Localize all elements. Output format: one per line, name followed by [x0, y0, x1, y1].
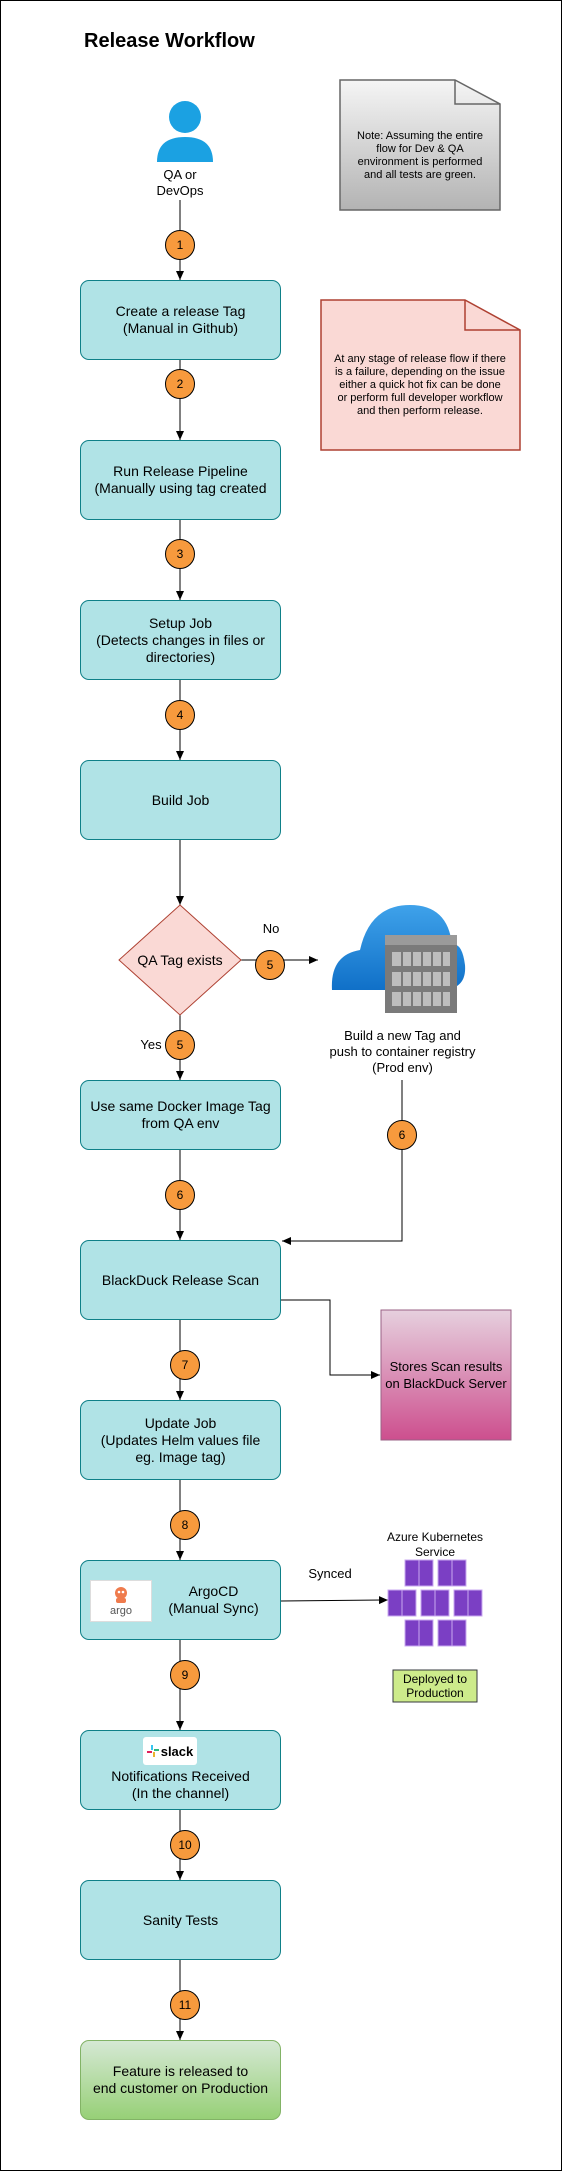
step-badge-3: 3 [165, 539, 195, 569]
feature-released-step: Feature is released to end customer on P… [80, 2040, 281, 2120]
assumption-note: Note: Assuming the entire flow for Dev &… [357, 130, 483, 181]
sanity-tests-step: Sanity Tests [80, 1880, 281, 1960]
cloud-container-registry-icon [331, 905, 466, 1013]
setup-job-step: Setup Job (Detects changes in files or d… [80, 600, 281, 680]
step-badge-8: 8 [170, 1510, 200, 1540]
step-badge-5-no: 5 [255, 950, 285, 980]
deployed-to-production: Deployed to Production [402, 1672, 468, 1700]
step-badge-9: 9 [170, 1660, 200, 1690]
argo-logo-icon: argo [90, 1580, 152, 1622]
edge-argocd-aks [280, 1596, 389, 1605]
assumption-note-shape [339, 79, 501, 211]
edge-blackduck-results [281, 1299, 380, 1379]
new-tag-label: Build a new Tag and push to container re… [329, 1028, 476, 1075]
aks-label: Azure Kubernetes Service [386, 1530, 484, 1559]
synced-label: Synced [308, 1566, 352, 1581]
diagram-title: Release Workflow [84, 30, 255, 52]
slack-logo-icon: slack [143, 1737, 197, 1765]
branch-yes-label: Yes [140, 1037, 162, 1052]
update-job-step: Update Job (Updates Helm values file eg.… [80, 1400, 281, 1480]
failure-note: At any stage of release flow if there is… [334, 352, 506, 417]
step-badge-5-yes: 5 [165, 1030, 195, 1060]
notifications-step: Notifications Received (In the channel) [80, 1730, 281, 1810]
step-badge-7: 7 [170, 1350, 200, 1380]
step-badge-6: 6 [165, 1180, 195, 1210]
build-job-step: Build Job [80, 760, 281, 840]
step-badge-10: 10 [170, 1830, 200, 1860]
step-badge-2: 2 [165, 369, 195, 399]
step-badge-6-newtag: 6 [387, 1120, 417, 1150]
deployed-shape [392, 1669, 478, 1703]
argo-logo-text: argo [109, 1605, 133, 1617]
user-icon [157, 101, 213, 162]
actor-label: QA or DevOps [156, 167, 204, 198]
step-badge-11: 11 [170, 1990, 200, 2020]
create-release-tag-step: Create a release Tag (Manual in Github) [80, 280, 281, 360]
blackduck-scan-step: BlackDuck Release Scan [80, 1240, 281, 1320]
failure-note-shape [320, 299, 521, 451]
step-badge-1: 1 [165, 230, 195, 260]
run-release-pipeline-step: Run Release Pipeline (Manually using tag… [80, 440, 281, 520]
scan-results-shape [380, 1309, 512, 1441]
branch-no-label: No [262, 921, 280, 936]
same-docker-image-step: Use same Docker Image Tag from QA env [80, 1080, 281, 1150]
scan-results-label: Stores Scan results on BlackDuck Server [385, 1359, 507, 1391]
edge-newtag-blackduck [282, 1080, 403, 1245]
qa-tag-decision: QA Tag exists [137, 951, 223, 968]
qa-tag-decision-shape [118, 904, 242, 1016]
slack-logo-text: slack [160, 1743, 194, 1759]
step-badge-4: 4 [165, 700, 195, 730]
